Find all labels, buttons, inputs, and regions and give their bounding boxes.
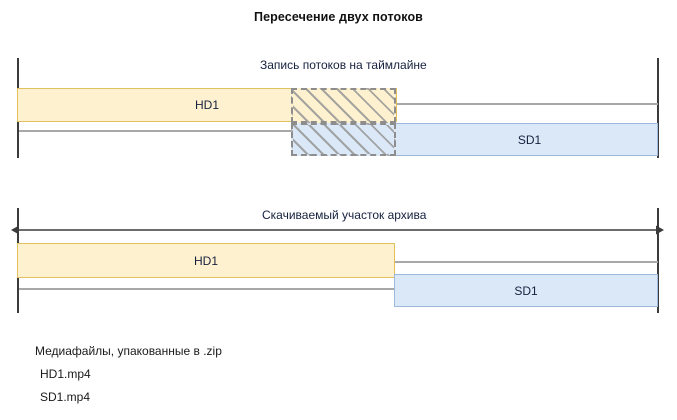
footer-file-sd1: SD1.mp4 bbox=[40, 390, 91, 404]
archive-bar-hd1[interactable]: HD1 bbox=[17, 243, 395, 278]
timeline-upper-guide-line bbox=[396, 103, 658, 105]
footer-heading: Медиафайлы, упакованные в .zip bbox=[35, 344, 222, 358]
overlap-hatch-sd1 bbox=[291, 123, 396, 156]
archive-bar-hd1-label: HD1 bbox=[193, 253, 218, 268]
archive-lower-guide-line bbox=[19, 288, 394, 290]
page-title: Пересечение двух потоков bbox=[254, 10, 423, 24]
archive-right-boundary-tick bbox=[657, 208, 659, 313]
footer-file-hd1: HD1.mp4 bbox=[40, 367, 91, 381]
archive-bar-sd1-label: SD1 bbox=[514, 283, 538, 298]
archive-bar-sd1[interactable]: SD1 bbox=[394, 274, 658, 307]
timeline-bar-sd1-label: SD1 bbox=[517, 132, 542, 147]
timeline-bar-hd1-label: HD1 bbox=[194, 98, 219, 112]
section-label-timeline: Запись потоков на таймлайне bbox=[260, 58, 427, 72]
timeline-right-boundary-tick bbox=[657, 58, 659, 158]
overlap-hatch-hd1 bbox=[291, 88, 396, 123]
section-label-archive: Скачиваемый участок архива bbox=[262, 208, 427, 222]
archive-upper-guide-line bbox=[394, 261, 658, 263]
